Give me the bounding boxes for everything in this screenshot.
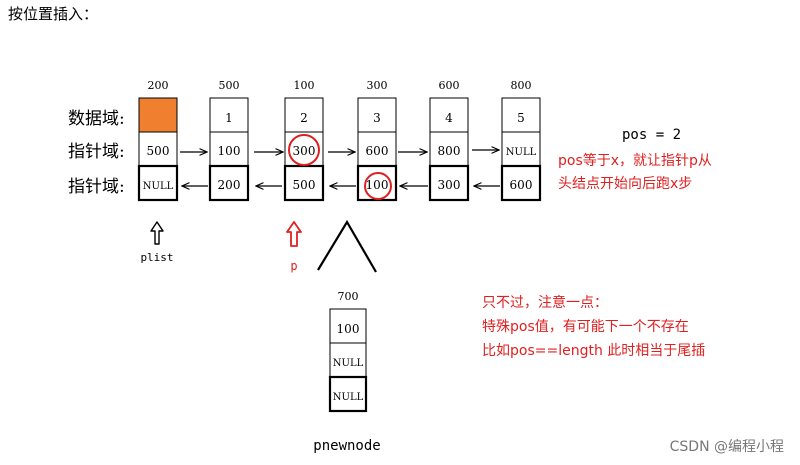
data-value: 100	[337, 322, 360, 336]
next-cell	[209, 131, 249, 167]
list-node: 600 4 800 300	[428, 79, 470, 202]
data-value: 3	[373, 111, 381, 125]
next-value: NULL	[506, 147, 537, 158]
next-arrows	[180, 150, 499, 152]
prior-cell	[328, 375, 368, 413]
special-note-line3: 比如pos==length 此时相当于尾插	[482, 343, 705, 359]
next-value: 100	[218, 144, 241, 158]
rule-note-line2: 头结点开始向后跑x步	[558, 176, 692, 192]
next-field-label: 指针域:	[68, 142, 125, 162]
next-value: NULL	[333, 358, 364, 369]
next-value: 600	[366, 144, 389, 158]
prior-field-label: 指针域:	[68, 177, 125, 197]
prior-value: NULL	[333, 392, 364, 403]
data-cell	[429, 97, 469, 133]
data-cell	[138, 97, 178, 133]
prior-value: 500	[293, 178, 316, 192]
prior-cell	[208, 164, 250, 202]
data-field-label: 数据域:	[68, 109, 125, 129]
next-value: 300	[293, 144, 316, 158]
rule-note-line1: pos等于x，就让指针p从	[558, 152, 712, 169]
data-cell	[357, 97, 397, 133]
next-value: 500	[147, 144, 170, 158]
highlight-circle	[288, 134, 320, 166]
new-node-label: pnewnode	[313, 438, 380, 454]
data-value: 1	[225, 111, 233, 125]
data-value: 5	[517, 111, 525, 125]
p-pointer-arrow	[286, 221, 302, 247]
prior-value: 600	[510, 178, 533, 192]
prior-value: 300	[438, 178, 461, 192]
node-address: 500	[219, 79, 240, 92]
highlight-circle	[364, 172, 392, 200]
data-cell	[284, 97, 324, 133]
prior-value: 200	[218, 178, 241, 192]
plist-pointer-arrow	[150, 221, 164, 245]
plist-label: plist	[140, 251, 173, 264]
list-node: 500 1 100 200	[208, 79, 250, 202]
prior-cell	[500, 164, 542, 202]
prior-cell	[283, 164, 325, 202]
node-address: 800	[511, 79, 532, 92]
node-address: 600	[439, 79, 460, 92]
next-cell	[138, 131, 178, 167]
node-address: 200	[148, 79, 169, 92]
page-title: 按位置插入：	[8, 5, 98, 23]
prior-value: 100	[366, 178, 389, 192]
data-cell	[329, 308, 367, 344]
pos-note: pos = 2	[622, 127, 681, 143]
prior-value: NULL	[143, 181, 174, 192]
data-value: 2	[300, 111, 308, 125]
special-note-line2: 特殊pos值，有可能下一个不存在	[482, 319, 689, 335]
node-group: 200500NULL500110020010023005003003600100…	[137, 79, 542, 202]
insertion-wedge	[317, 219, 377, 273]
prior-cell	[137, 164, 179, 202]
node-address: 300	[367, 79, 388, 92]
node-address: 700	[338, 290, 359, 303]
list-node: 100 2 300 500	[283, 79, 325, 202]
data-value: 4	[445, 111, 453, 125]
special-note-line1: 只不过，注意一点：	[482, 294, 608, 311]
next-value: 800	[438, 144, 461, 158]
prior-cell	[428, 164, 470, 202]
p-label: p	[290, 259, 297, 273]
node-address: 100	[294, 79, 315, 92]
watermark: CSDN @编程小程	[670, 439, 784, 455]
next-cell	[429, 131, 469, 167]
